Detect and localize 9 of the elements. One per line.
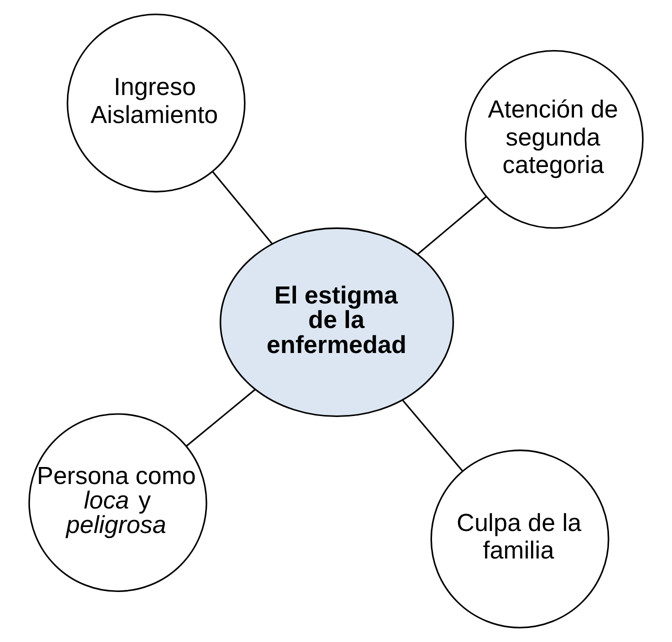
node-circle: Ingreso Aislamiento — [66, 14, 246, 192]
connector — [186, 388, 256, 447]
connector — [417, 196, 486, 255]
connector — [402, 400, 463, 472]
node-circle: Culpa de la familia — [430, 450, 610, 628]
node-ellipse: El estigma de la enfermedad — [220, 227, 454, 418]
node-circle: Atención de segunda categoria — [464, 50, 644, 229]
connector — [212, 171, 273, 244]
node-circle: Persona como loca y peligrosa — [28, 413, 208, 592]
